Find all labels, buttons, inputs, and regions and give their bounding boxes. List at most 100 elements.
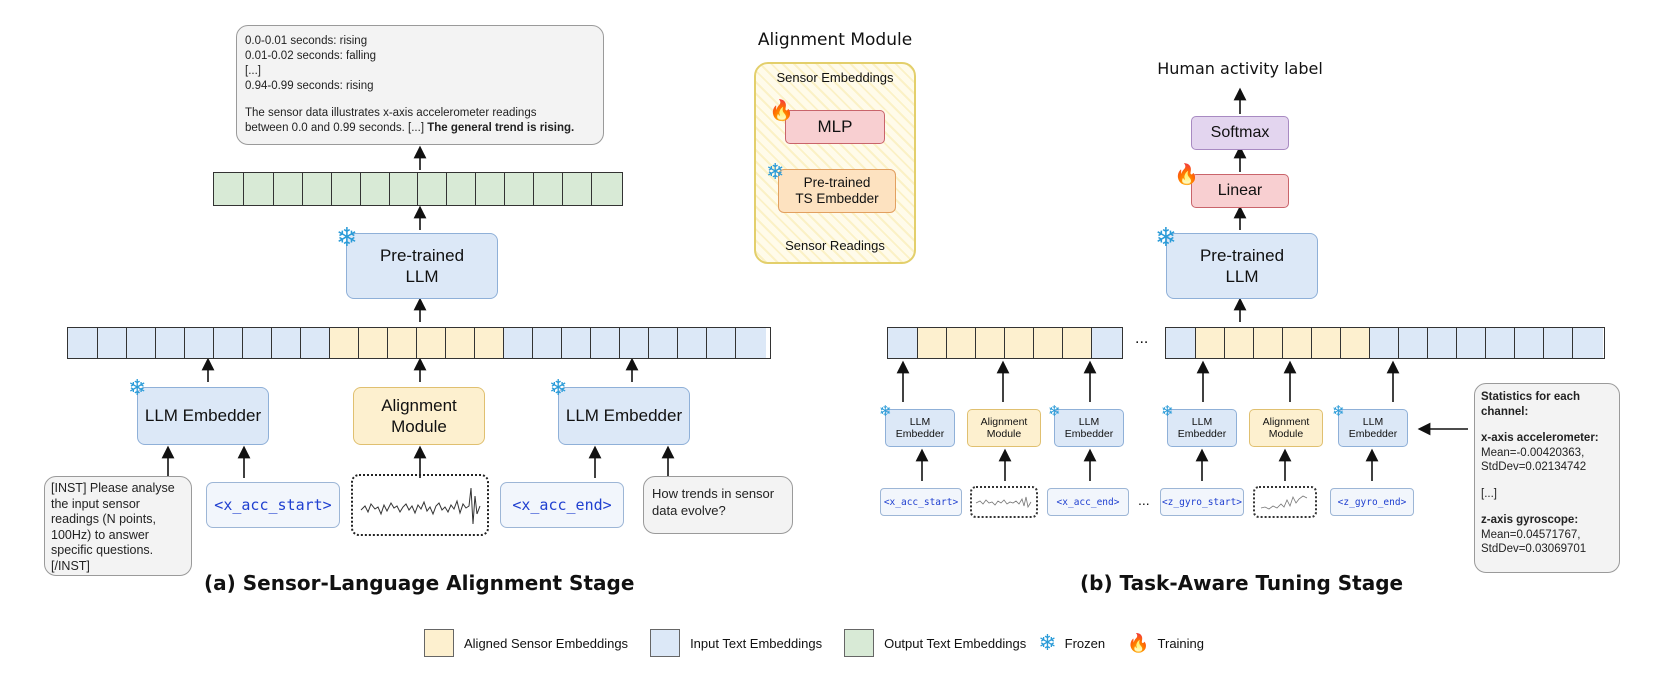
ellipsis: ... (1138, 492, 1150, 508)
output-text-bubble: 0.0-0.01 seconds: rising 0.01-0.02 secon… (236, 25, 604, 145)
ts-embedder-block: Pre-trained TS Embedder (778, 169, 896, 213)
sensor-signal-small-1 (970, 486, 1038, 518)
align-label: Module (986, 428, 1022, 440)
instruction-bubble: [INST] Please analyse the input sensor r… (44, 476, 192, 576)
stats-x-mean: Mean=-0.00420363, (1481, 446, 1585, 459)
caption-left: (a) Sensor-Language Alignment Stage (204, 571, 635, 595)
legend-label-input: Input Text Embeddings (690, 635, 823, 651)
snowflake-icon: ❄ (1155, 222, 1177, 252)
question-line: How trends in sensor (652, 486, 775, 501)
stats-z-mean: Mean=0.04571767, (1481, 528, 1581, 541)
inst-line: the input sensor (51, 496, 140, 511)
statistics-bubble: Statistics for each channel: x-axis acce… (1474, 383, 1620, 573)
llm-embedder-small-2: LLM Embedder (1054, 409, 1124, 447)
ts-label: Pre-trained (803, 175, 871, 190)
ellipsis: ... (1135, 330, 1149, 347)
inst-line: 100Hz) to answer (51, 527, 149, 542)
sensor-signal-plot (351, 474, 489, 536)
emb-label: Embedder (1064, 428, 1114, 440)
emb-label: Embedder (1177, 428, 1227, 440)
legend-label-frozen: Frozen (1064, 635, 1106, 651)
output-bold: The general trend is rising. (427, 122, 575, 134)
stats-x-std: StdDev=0.02134742 (1481, 461, 1587, 473)
ts-label: TS Embedder (795, 191, 879, 206)
alignment-module-title: Alignment Module (757, 30, 913, 50)
sensor-waveform-small (975, 496, 1032, 509)
mlp-block: MLP (785, 110, 885, 144)
inst-line: readings (N points, (51, 512, 156, 526)
snowflake-icon: ❄ (128, 375, 147, 400)
legend-label-training: Training (1157, 635, 1205, 651)
output-paragraph: between 0.0 and 0.99 seconds. [...] The … (245, 122, 575, 134)
right-embedding-strip-1 (887, 327, 1123, 359)
output-line: [...] (245, 65, 261, 77)
stats-title: channel: (1481, 405, 1529, 418)
emb-label: LLM (1191, 416, 1213, 428)
softmax-block: Softmax (1191, 116, 1289, 150)
sensor-waveform (360, 487, 481, 525)
token-x-acc-start: <x_acc_start> (206, 482, 340, 528)
legend-label-output: Output Text Embeddings (884, 635, 1027, 651)
alignment-label: Module (391, 417, 447, 436)
alignment-module-small-1: Alignment Module (967, 409, 1041, 447)
snowflake-icon: ❄ (336, 222, 358, 252)
llm-label: LLM (1225, 267, 1259, 286)
stats-z-title: z-axis gyroscope: (1481, 514, 1579, 526)
emb-label: LLM (909, 416, 931, 428)
stats-title: Statistics for each (1481, 391, 1581, 403)
right-embedding-strip-2 (1165, 327, 1605, 359)
caption-right: (b) Task-Aware Tuning Stage (1080, 571, 1404, 595)
input-embedding-strip (67, 327, 771, 359)
question-line: data evolve? (652, 503, 726, 518)
align-label: Module (1268, 428, 1304, 440)
emb-label: Embedder (1348, 428, 1398, 440)
sensor-signal-small-2 (1253, 486, 1317, 518)
legend-swatch-output (844, 629, 875, 657)
pretrained-llm-left: Pre-trained LLM (346, 233, 498, 299)
snowflake-icon: ❄ (549, 375, 568, 400)
flame-icon: 🔥 (1174, 164, 1199, 186)
emb-label: Embedder (895, 428, 945, 440)
emb-label: LLM (1362, 416, 1384, 428)
flame-icon: 🔥 (1127, 632, 1150, 653)
snowflake-icon: ❄ (766, 159, 785, 184)
legend: Aligned Sensor Embeddings Input Text Emb… (424, 627, 1254, 659)
output-line: 0.0-0.01 seconds: rising (245, 35, 368, 47)
alignment-module-panel (754, 62, 916, 264)
legend-label-aligned: Aligned Sensor Embeddings (464, 635, 629, 651)
llm-label: Pre-trained (379, 246, 465, 265)
token-x-acc-end-small: <x_acc_end> (1047, 488, 1129, 516)
llm-embedder-small-3: LLM Embedder (1167, 409, 1237, 447)
alignment-module-small-2: Alignment Module (1249, 409, 1323, 447)
inst-line: [/INST] (51, 558, 90, 573)
inst-line: specific questions. (51, 543, 154, 557)
stats-ellipsis: [...] (1481, 487, 1497, 500)
llm-label: LLM (405, 267, 439, 286)
llm-embedder-left: LLM Embedder (137, 387, 269, 445)
stats-z-std: StdDev=0.03069701 (1481, 543, 1587, 555)
llm-embedder-small-1: LLM Embedder (885, 409, 955, 447)
alignment-label: Alignment (381, 396, 457, 415)
sensor-readings-label: Sensor Readings (785, 238, 885, 253)
linear-block: Linear (1191, 174, 1289, 208)
token-x-acc-start-small: <x_acc_start> (880, 488, 962, 516)
snowflake-icon: ❄ (1332, 403, 1345, 420)
pretrained-llm-right: Pre-trained LLM (1166, 233, 1318, 299)
human-activity-label: Human activity label (1157, 59, 1323, 78)
legend-swatch-input (650, 629, 681, 657)
output-paragraph: The sensor data illustrates x-axis accel… (245, 107, 537, 119)
question-bubble: How trends in sensor data evolve? (643, 476, 793, 534)
inst-line: [INST] Please analyse (51, 481, 175, 495)
legend-swatch-aligned (424, 629, 454, 657)
token-x-acc-end: <x_acc_end> (500, 482, 624, 528)
llm-embedder-right: LLM Embedder (558, 387, 690, 445)
align-label: Alignment (980, 416, 1028, 428)
llm-label: Pre-trained (1199, 246, 1285, 265)
snowflake-icon: ❄ (879, 403, 892, 420)
snowflake-icon: ❄ (1048, 403, 1061, 420)
sensor-waveform-small (1260, 495, 1308, 510)
stats-x-title: x-axis accelerometer: (1481, 432, 1599, 444)
output-embedding-strip (213, 172, 623, 206)
output-line: 0.94-0.99 seconds: rising (245, 80, 374, 92)
emb-label: LLM (1078, 416, 1100, 428)
